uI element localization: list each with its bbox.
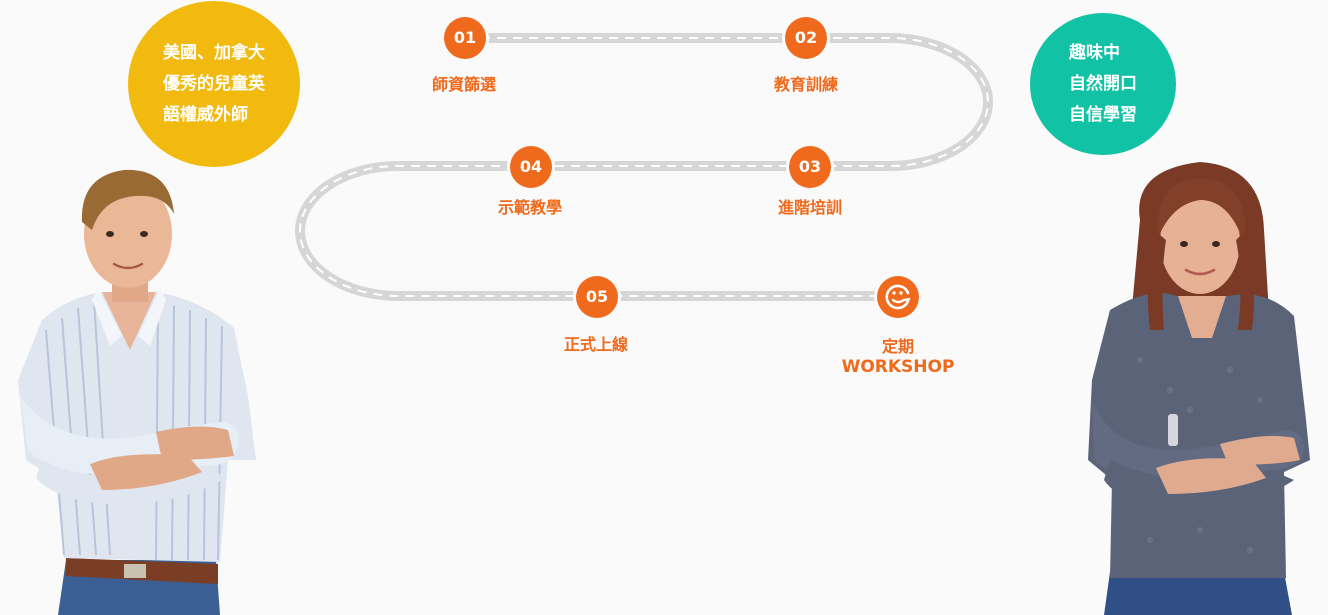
woman-arms-crossed-illustration — [1088, 162, 1310, 615]
bubble-right-line-3: 自信學習 — [1069, 104, 1137, 125]
workshop-label-line-1: 定期 — [881, 337, 915, 356]
step-01-label: 師資篩選 — [431, 75, 497, 94]
step-01-badge: 01 — [444, 17, 486, 59]
workshop-label: 定期 WORKSHOP — [842, 337, 955, 377]
step-05-badge: 05 — [576, 276, 618, 318]
step-05-label: 正式上線 — [563, 335, 629, 354]
bubble-right-line-1: 趣味中 — [1069, 42, 1120, 63]
step-03-badge: 03 — [789, 146, 831, 188]
left-speech-bubble: 美國、加拿大 優秀的兒童英 語權威外師 — [128, 1, 300, 167]
step-03-label: 進階培訓 — [777, 198, 843, 217]
bubble-right-line-2: 自然開口 — [1069, 73, 1137, 94]
step-02-badge: 02 — [785, 17, 827, 59]
step-04-badge: 04 — [510, 146, 552, 188]
step-04-label: 示範教學 — [497, 198, 563, 217]
right-speech-bubble: 趣味中 自然開口 自信學習 — [1030, 13, 1176, 155]
man-arms-crossed-illustration — [18, 169, 256, 615]
step-02-label: 教育訓練 — [773, 75, 839, 94]
bubble-left-line-1: 美國、加拿大 — [163, 42, 265, 63]
workshop-label-line-2: WORKSHOP — [841, 357, 955, 377]
bubble-left-line-2: 優秀的兒童英 — [163, 73, 265, 94]
smile-face-icon — [877, 276, 919, 318]
bubble-left-line-3: 語權威外師 — [163, 104, 248, 125]
